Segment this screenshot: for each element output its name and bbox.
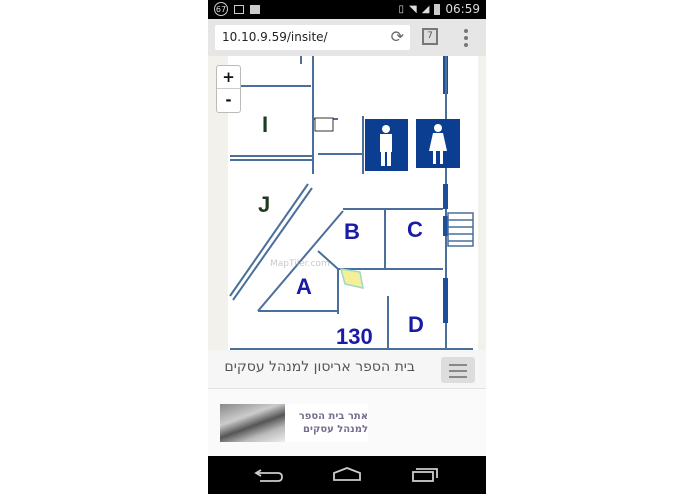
zoom-control: + -	[216, 65, 241, 113]
map-watermark: MapTiler.com	[270, 259, 330, 269]
site-title[interactable]: בית הספר אריסון למנהל עסקים	[224, 359, 415, 375]
reload-icon[interactable]: ⟳	[390, 27, 404, 46]
women-restroom-sign	[416, 119, 460, 168]
android-nav-bar	[208, 456, 486, 494]
hamburger-icon	[449, 364, 467, 366]
overflow-menu-icon[interactable]	[464, 29, 469, 47]
image-icon	[234, 4, 244, 14]
elevator-symbol	[314, 117, 334, 132]
banner-line-2: למנהל עסקים	[303, 424, 368, 435]
right-wall	[443, 56, 448, 350]
page-content: אתר בית הספר למנהל עסקים	[208, 390, 486, 456]
room-label-b: B	[344, 219, 360, 244]
room-labels: I J B C A D 130	[258, 112, 424, 349]
home-icon[interactable]	[333, 467, 361, 481]
room-label-c: C	[407, 217, 423, 242]
stairs	[447, 212, 474, 247]
room-label-130: 130	[336, 324, 373, 349]
school-site-banner-link[interactable]: אתר בית הספר למנהל עסקים	[220, 404, 368, 442]
location-highlight	[339, 268, 364, 289]
tabs-icon[interactable]: 7	[422, 28, 438, 45]
zoom-in-button[interactable]: +	[217, 66, 240, 89]
signal-icon: ◢	[421, 3, 430, 15]
wifi-icon: ◥	[409, 3, 417, 15]
recent-apps-icon[interactable]	[412, 468, 438, 482]
url-field[interactable]: 10.10.9.59/insite/ ⟳	[215, 25, 410, 50]
status-bar: 67 ▯ ◥ ◢ 06:59	[208, 0, 486, 19]
banner-image	[220, 404, 285, 442]
store-bag-icon	[250, 4, 260, 14]
room-label-d: D	[408, 312, 424, 337]
notification-count-badge: 67	[214, 2, 228, 16]
vibrate-icon: ▯	[398, 3, 404, 15]
floor-plan: I J B C A D 130 MapTiler.com	[228, 56, 478, 350]
battery-icon	[434, 3, 441, 15]
banner-line-1: אתר בית הספר	[298, 411, 368, 422]
site-header: בית הספר אריסון למנהל עסקים	[208, 350, 486, 389]
room-label-a: A	[296, 274, 312, 299]
floor-map[interactable]: I J B C A D 130 MapTiler.com + -	[208, 56, 486, 350]
room-label-i: I	[262, 112, 268, 137]
back-icon[interactable]	[254, 469, 283, 482]
clock: 06:59	[445, 2, 480, 16]
hamburger-menu-button[interactable]	[441, 357, 475, 383]
browser-toolbar: 10.10.9.59/insite/ ⟳ 7	[208, 19, 486, 56]
walls	[229, 56, 473, 350]
zoom-out-button[interactable]: -	[225, 91, 232, 109]
plan-background	[228, 56, 478, 350]
room-label-j: J	[258, 192, 270, 217]
men-restroom-sign	[365, 119, 408, 171]
phone-screen: 67 ▯ ◥ ◢ 06:59 10.10.9.59/insite/ ⟳ 7	[208, 0, 486, 494]
url-text: 10.10.9.59/insite/	[222, 30, 328, 44]
